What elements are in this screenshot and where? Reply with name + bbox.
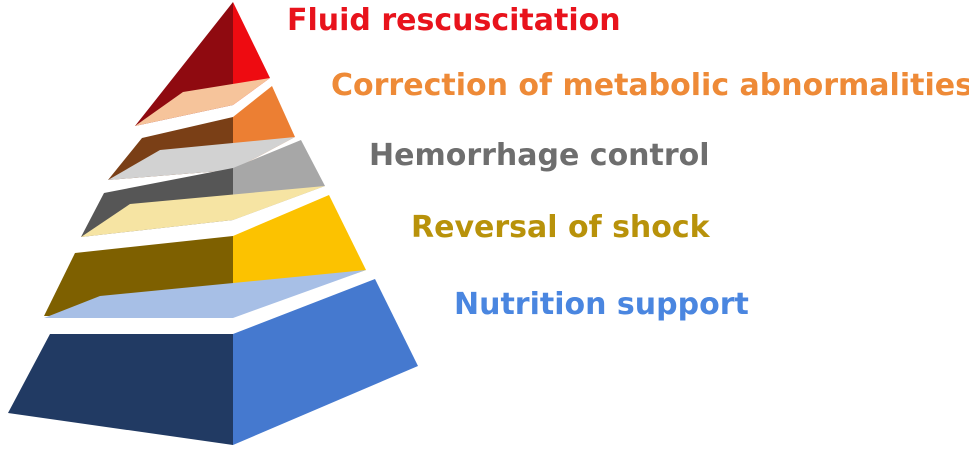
tier-nutrition-side-face xyxy=(233,279,418,445)
level-label-fluid-rescuscitation: Fluid rescuscitation xyxy=(287,3,621,38)
tier-hemorrhage-top-face xyxy=(108,137,295,180)
tier-fluid-side-face xyxy=(233,2,270,105)
level-label-hemorrhage-control: Hemorrhage control xyxy=(369,138,710,173)
tier-nutrition-front-face xyxy=(8,334,233,445)
level-label-metabolic-correction: Correction of metabolic abnormalities xyxy=(331,68,969,103)
tier-nutrition-top-face xyxy=(44,270,366,318)
tier-metabolic-top-face xyxy=(135,78,270,126)
tier-shock-top-face xyxy=(81,186,325,237)
level-label-nutrition-support: Nutrition support xyxy=(454,287,749,322)
level-label-reversal-of-shock: Reversal of shock xyxy=(411,210,710,245)
